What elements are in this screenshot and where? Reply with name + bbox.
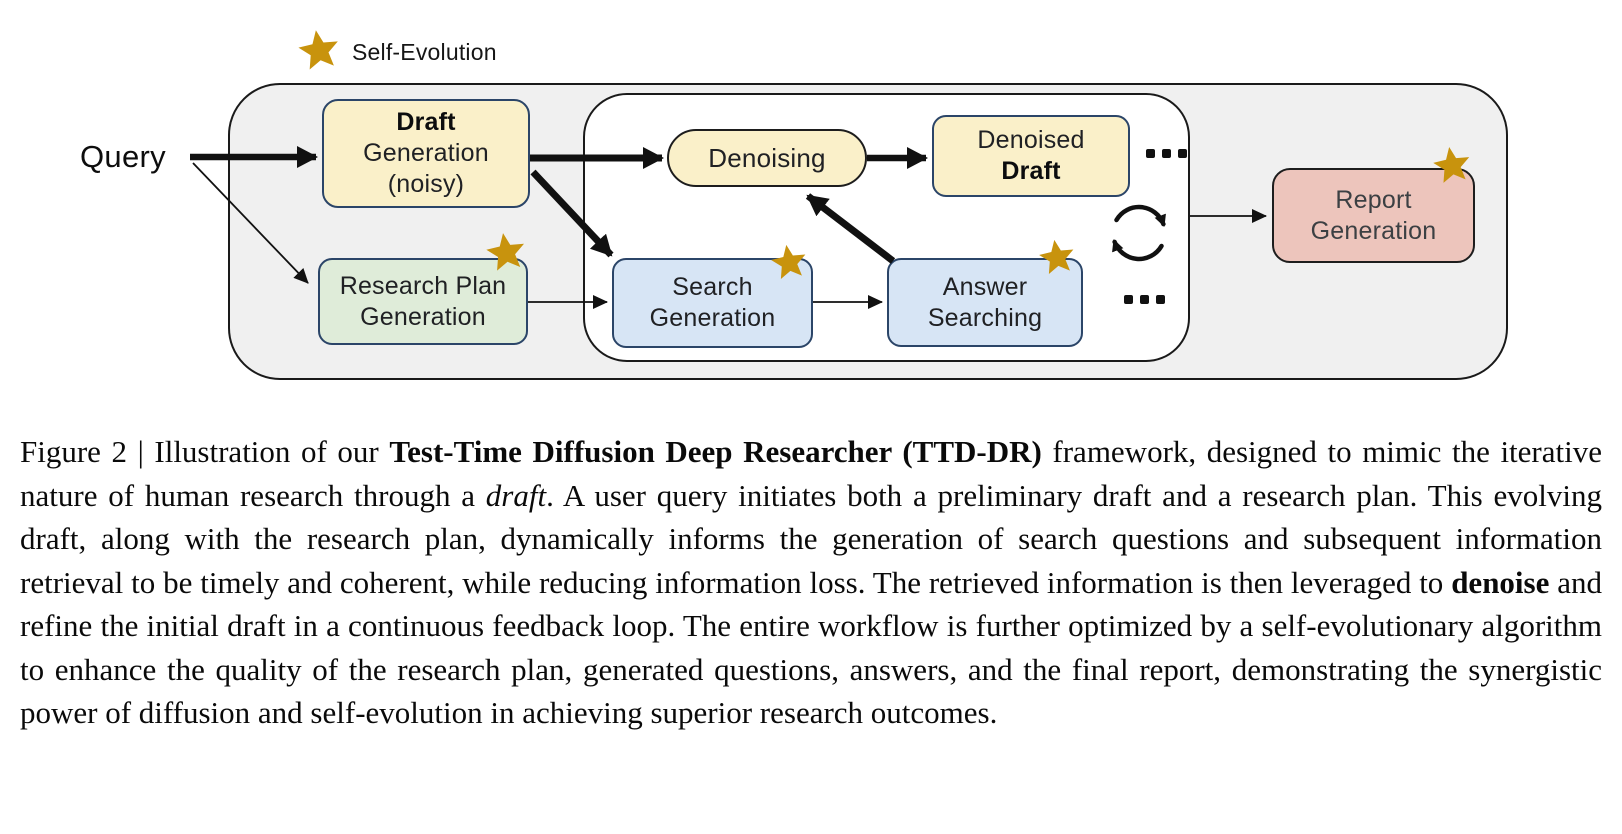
node-line: Generation [649,304,776,332]
node-line: Generation [360,302,486,331]
node-line: (noisy) [387,170,465,198]
draft-generation-node: Draft Generation (noisy) [322,99,530,208]
node-line: Denoised [977,126,1085,154]
caption-text: Figure 2 | Illustration of our [20,434,390,469]
research-plan-generation-node: Research Plan Generation [318,258,528,345]
node-line: Searching [927,303,1043,332]
node-line: Draft [396,108,456,136]
search-generation-node: Search Generation [612,258,813,348]
self-evolution-star-icon [296,27,342,78]
answer-searching-node: Answer Searching [887,258,1083,347]
ellipsis-icon [1146,149,1187,158]
caption-text-bold: Test-Time Diffusion Deep Researcher (TTD… [389,434,1042,469]
caption-text-bold: denoise [1451,564,1550,600]
legend: Self-Evolution [296,27,497,78]
node-line: Research Plan [339,271,507,300]
node-line: Answer [942,272,1028,301]
ttd-dr-diagram: Self-Evolution Query Draft Generation (n… [0,0,1622,395]
node-line: Search [672,273,753,301]
node-line: Generation [1310,216,1437,245]
node-line: Generation [363,139,489,167]
node-line: Report [1335,185,1412,214]
caption-text-italic: draft [485,477,547,513]
ellipsis-icon [1124,295,1165,304]
legend-label: Self-Evolution [352,39,497,65]
caption-text: . A user query initiates both a prelimin… [20,477,1603,600]
query-label: Query [80,139,166,174]
caption-text: and refine the initial draft in a contin… [20,564,1602,731]
node-line: Denoising [708,142,826,173]
figure-caption: Figure 2 | Illustration of our Test-Time… [20,430,1602,735]
report-generation-node: Report Generation [1272,168,1475,263]
denoised-draft-node: Denoised Draft [932,115,1130,197]
node-line: Draft [1001,157,1061,185]
denoising-node: Denoising [667,129,867,187]
caption-text: framework, designed to mimic the iterati… [20,434,1602,513]
